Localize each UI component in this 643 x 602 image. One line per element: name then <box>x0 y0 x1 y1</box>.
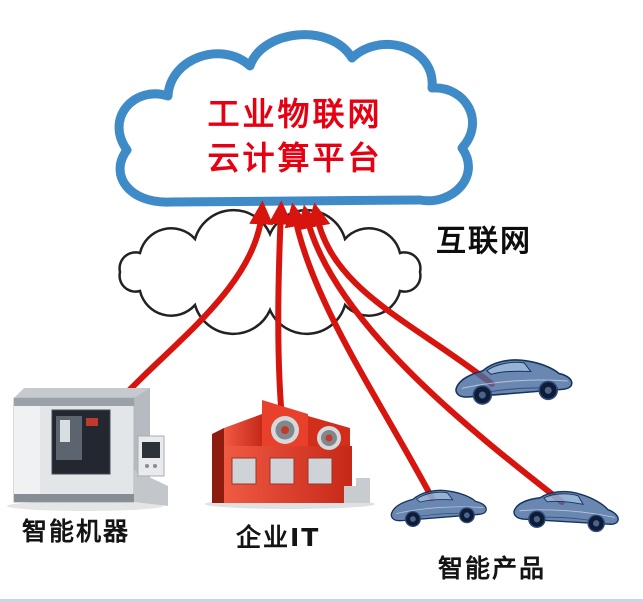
arrow-car3-to-cloud <box>297 204 565 505</box>
cloud-title-line1: 工业物联网 <box>207 95 383 133</box>
products-label: 智能产品 <box>438 554 547 583</box>
arrow-machine-to-cloud <box>115 200 274 405</box>
internet-cloud-outline <box>118 208 422 336</box>
cnc-machine-icon <box>7 388 168 511</box>
bottom-divider <box>0 599 643 602</box>
arrow-factory-to-cloud <box>268 200 293 433</box>
car-icon-2 <box>389 486 488 529</box>
connection-arrows <box>115 200 565 505</box>
industrial-cloud-shape <box>114 30 477 207</box>
arrow-car2-to-cloud <box>284 202 435 501</box>
cloud-platform-title: 工业物联网 云计算平台 <box>140 92 450 180</box>
machine-label: 智能机器 <box>22 517 131 546</box>
enterprise-it-label: 企业IT <box>236 523 321 552</box>
cloud-title-line2: 云计算平台 <box>207 139 383 177</box>
internet-label: 互联网 <box>436 224 532 259</box>
car-icon-3 <box>512 487 621 534</box>
car-icon-1 <box>453 355 574 407</box>
arrow-car1-to-cloud <box>306 202 495 387</box>
factory-icon <box>205 400 375 509</box>
